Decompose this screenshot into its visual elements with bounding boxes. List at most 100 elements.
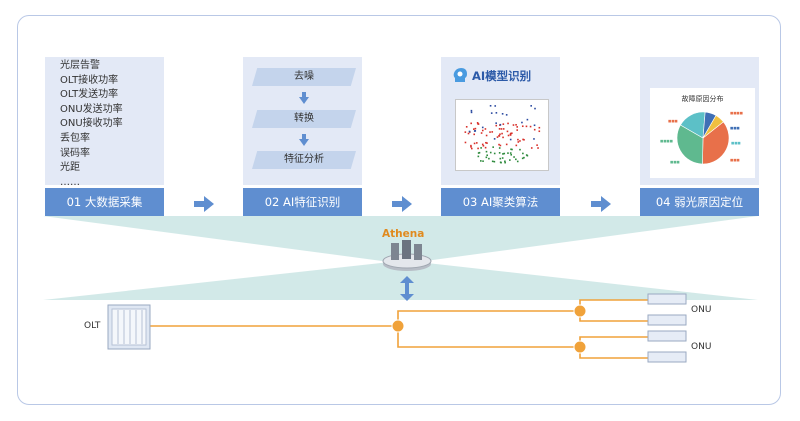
scatter-point bbox=[468, 130, 471, 133]
scatter-point bbox=[533, 138, 535, 140]
scatter-point bbox=[474, 127, 477, 130]
scatter-point bbox=[502, 123, 505, 125]
scatter-point bbox=[482, 144, 485, 147]
scatter-point bbox=[538, 130, 541, 133]
scatter-point bbox=[536, 144, 538, 146]
scatter-point bbox=[530, 105, 532, 107]
scatter-point bbox=[496, 136, 499, 138]
scatter-point bbox=[519, 140, 521, 142]
scatter-point bbox=[498, 147, 501, 149]
scatter-point bbox=[499, 123, 502, 126]
down-arrow-icon bbox=[299, 92, 309, 104]
scatter-point bbox=[533, 124, 536, 127]
onu-label: ONU bbox=[691, 305, 712, 315]
pie-legend-text: ■■■■ bbox=[730, 111, 743, 115]
scatter-point bbox=[515, 144, 518, 147]
ai-model-title-text: AI模型识别 bbox=[472, 69, 532, 83]
pie-chart-title: 故障原因分布 bbox=[681, 95, 724, 103]
onu-device bbox=[647, 351, 687, 363]
scatter-point bbox=[485, 156, 488, 159]
scatter-point bbox=[533, 128, 536, 131]
scatter-point bbox=[523, 156, 525, 159]
scatter-point bbox=[495, 124, 498, 127]
step-02-label: 02 AI特征识别 bbox=[243, 188, 362, 216]
scatter-point bbox=[509, 159, 511, 161]
scatter-point bbox=[486, 154, 489, 157]
scatter-point bbox=[516, 129, 519, 131]
scatter-point bbox=[521, 121, 523, 124]
scatter-point bbox=[470, 147, 473, 150]
scatter-point bbox=[504, 161, 506, 164]
scatter-point bbox=[488, 157, 490, 160]
onu-label: ONU bbox=[691, 342, 712, 352]
scatter-point bbox=[511, 132, 513, 135]
scatter-point bbox=[464, 141, 467, 144]
scatter-point bbox=[481, 129, 484, 132]
olt-label: OLT bbox=[84, 321, 101, 331]
scatter-point bbox=[512, 124, 515, 126]
scatter-point bbox=[513, 156, 515, 158]
data-collection-card bbox=[45, 57, 164, 185]
scatter-point bbox=[470, 109, 473, 112]
scatter-point bbox=[515, 158, 517, 161]
scatter-point bbox=[481, 126, 484, 129]
splitter-node bbox=[391, 319, 405, 333]
scatter-point bbox=[473, 133, 476, 136]
scatter-point bbox=[485, 134, 488, 137]
scatter-point bbox=[500, 128, 503, 130]
scatter-point bbox=[480, 132, 483, 134]
scatter-point bbox=[516, 126, 519, 128]
ai-head-icon bbox=[453, 68, 467, 82]
scatter-point bbox=[484, 128, 487, 130]
metric-item: 光层告警 bbox=[60, 60, 100, 71]
scatter-point bbox=[507, 152, 509, 154]
onu-device bbox=[647, 330, 687, 342]
scatter-point bbox=[504, 160, 506, 163]
metric-item: 误码率 bbox=[60, 147, 90, 159]
step-feature-analysis: 特征分析 bbox=[252, 151, 356, 169]
scatter-point bbox=[470, 144, 472, 147]
step-denoise: 去噪 bbox=[252, 68, 356, 86]
scatter-point bbox=[505, 114, 508, 116]
scatter-point bbox=[498, 152, 501, 154]
athena-label: Athena bbox=[382, 228, 425, 240]
scatter-point bbox=[499, 157, 502, 160]
scatter-point bbox=[489, 104, 492, 107]
scatter-point bbox=[525, 154, 528, 156]
metric-item: 光距 bbox=[60, 162, 80, 174]
scatter-point bbox=[538, 126, 541, 129]
scatter-point bbox=[477, 147, 479, 150]
scatter-point bbox=[477, 152, 480, 154]
scatter-point bbox=[507, 122, 509, 125]
scatter-point bbox=[525, 125, 528, 128]
scatter-point bbox=[501, 157, 504, 159]
scatter-point bbox=[509, 152, 512, 154]
scatter-point bbox=[499, 144, 502, 147]
fault-cause-pie-chart: 故障原因分布 ■■■ ■■■■ ■■■ ■■■■ ■■■ ■■■ ■■■ bbox=[650, 88, 755, 178]
scatter-point bbox=[486, 142, 488, 144]
scatter-point bbox=[491, 131, 494, 133]
pie-slice bbox=[676, 124, 704, 165]
scatter-point bbox=[480, 160, 482, 162]
scatter-point bbox=[510, 148, 512, 151]
scatter-point bbox=[470, 146, 472, 148]
scatter-point bbox=[473, 128, 475, 130]
scatter-point bbox=[495, 122, 497, 124]
scatter-point bbox=[502, 128, 505, 130]
right-arrow-icon bbox=[194, 196, 214, 212]
scatter-point bbox=[503, 152, 506, 155]
step-transform: 转换 bbox=[252, 110, 356, 128]
step-04-label: 04 弱光原因定位 bbox=[640, 188, 759, 216]
scatter-point bbox=[509, 138, 512, 141]
pie-legend-text: ■■■ bbox=[730, 158, 740, 162]
scatter-point bbox=[526, 118, 529, 121]
scatter-point bbox=[464, 131, 467, 133]
scatter-point bbox=[481, 143, 484, 146]
scatter-point bbox=[521, 125, 524, 128]
right-arrow-icon bbox=[591, 196, 611, 212]
pie-legend-text: ■■■ bbox=[668, 119, 678, 123]
athena-server-icon bbox=[382, 240, 432, 271]
scatter-point bbox=[506, 130, 509, 133]
scatter-point bbox=[473, 142, 476, 145]
